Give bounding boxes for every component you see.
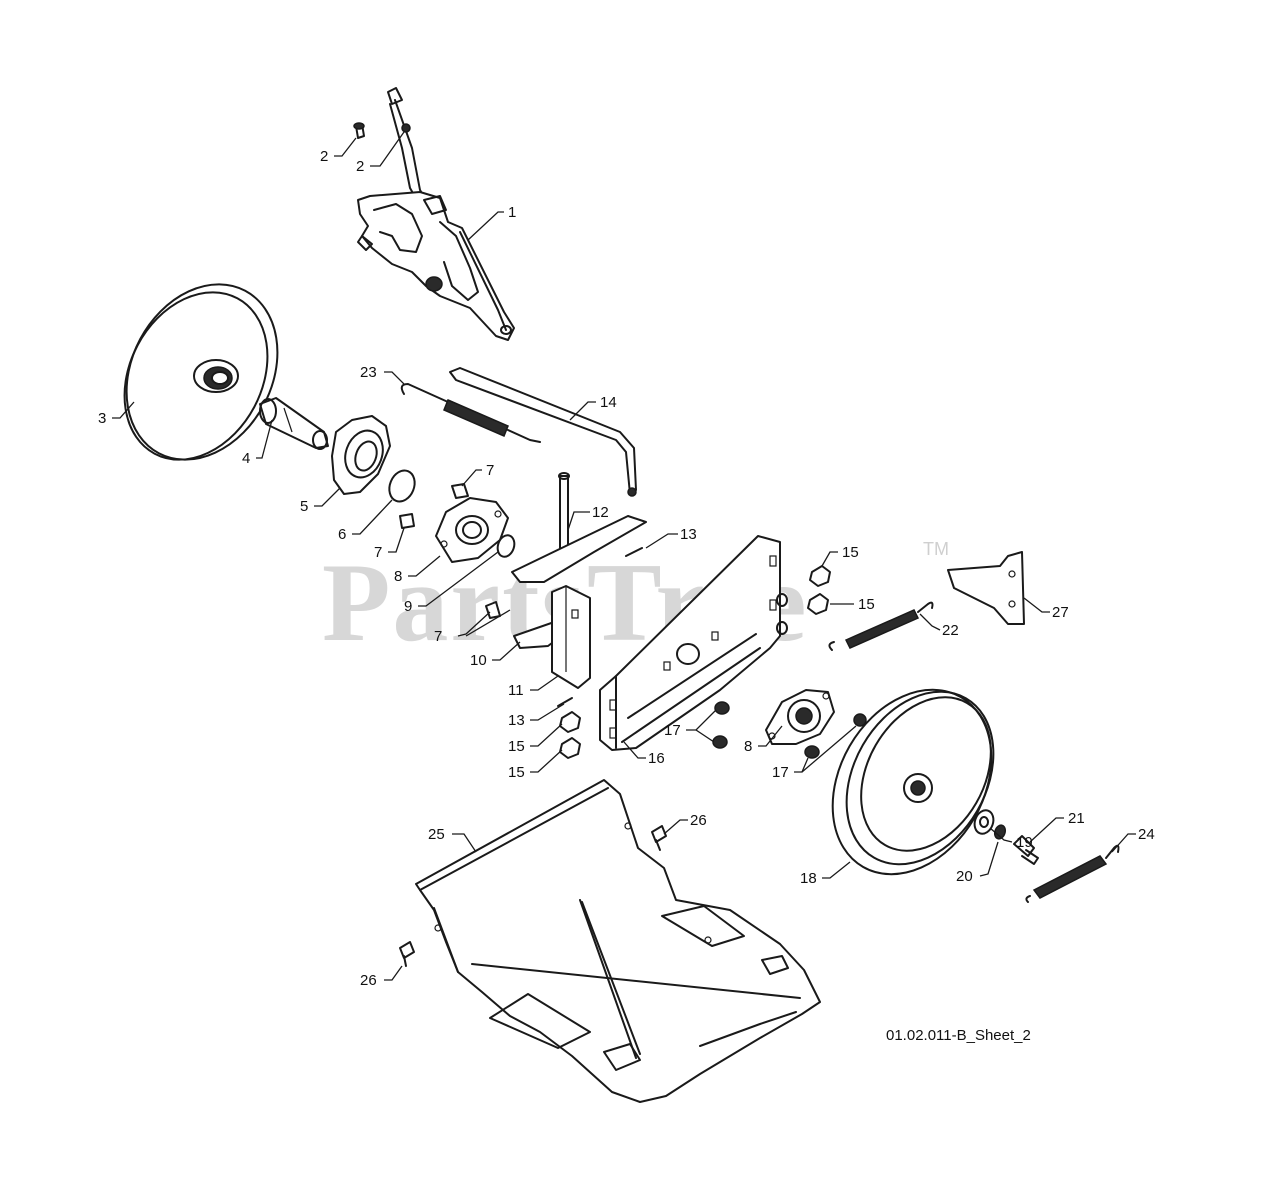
- callout-20: 20: [956, 868, 973, 885]
- callout-15: 15: [508, 764, 525, 781]
- callout-16: 16: [648, 750, 665, 767]
- callout-5: 5: [300, 498, 308, 515]
- callout-15: 15: [842, 544, 859, 561]
- callout-1: 1: [508, 204, 516, 221]
- part-11-side-bracket: [551, 585, 591, 689]
- part-23-spring: [400, 383, 541, 443]
- callout-7: 7: [486, 462, 494, 479]
- callout-6: 6: [338, 526, 346, 543]
- part-15-nut-d: [559, 737, 581, 759]
- part-5-bearing-housing: [331, 415, 391, 495]
- sheet-identifier: 01.02.011-B_Sheet_2: [886, 1027, 1031, 1044]
- callout-18: 18: [800, 870, 817, 887]
- part-22-spring: [828, 601, 934, 651]
- part-8-flange-bearing-right: [765, 689, 835, 745]
- part-16-main-bracket: [599, 535, 788, 751]
- callout-10: 10: [470, 652, 487, 669]
- part-4-hub-shaft: [259, 397, 329, 450]
- callout-11: 11: [508, 682, 524, 699]
- callout-26: 26: [690, 812, 707, 829]
- part-21-bolt: [1013, 835, 1039, 865]
- callout-2: 2: [320, 148, 328, 165]
- part-20-lock-washer: [993, 824, 1007, 840]
- callout-21: 21: [1068, 810, 1085, 827]
- part-26-screw-a: [651, 825, 667, 851]
- callout-19: 19: [1016, 834, 1033, 851]
- part-7-pin-a: [451, 483, 469, 499]
- callout-14: 14: [600, 394, 617, 411]
- part-15-nut-a: [809, 565, 831, 587]
- part-15-nut-b: [807, 593, 829, 615]
- callout-17: 17: [772, 764, 789, 781]
- callout-15: 15: [508, 738, 525, 755]
- callout-13: 13: [680, 526, 697, 543]
- callout-17: 17: [664, 722, 681, 739]
- callout-12: 12: [592, 504, 609, 521]
- part-7-pin-b: [399, 513, 415, 529]
- leader-lines: [112, 131, 1136, 981]
- part-26-screw-b: [399, 941, 415, 967]
- part-27-plate-bracket: [947, 551, 1025, 625]
- part-13-cotter-pin-a: [625, 547, 643, 557]
- part-2-bolt-a: [353, 122, 365, 139]
- callout-26: 26: [360, 972, 377, 989]
- callout-25: 25: [428, 826, 445, 843]
- callout-3: 3: [98, 410, 106, 427]
- callout-labels: 1 2 2 3 4 5 6 7 7 7 8 8 9 10 11 12 13 13…: [98, 148, 1155, 989]
- callout-8: 8: [744, 738, 752, 755]
- callout-13: 13: [508, 712, 525, 729]
- part-15-nut-c: [559, 711, 581, 733]
- part-3-friction-disc: [123, 283, 279, 461]
- callout-24: 24: [1138, 826, 1155, 843]
- part-25-bottom-cover: [415, 779, 821, 1103]
- watermark-trademark: TM: [923, 539, 949, 559]
- callout-9: 9: [404, 598, 412, 615]
- callout-8: 8: [394, 568, 402, 585]
- part-9-bushing: [496, 534, 516, 558]
- part-1-shift-lever-assembly: [357, 87, 515, 341]
- part-13-cotter-pin-b: [557, 697, 573, 707]
- callout-7: 7: [374, 544, 382, 561]
- callout-2: 2: [356, 158, 364, 175]
- callout-22: 22: [942, 622, 959, 639]
- callout-15: 15: [858, 596, 875, 613]
- callout-27: 27: [1052, 604, 1069, 621]
- part-2-bolt-b: [401, 123, 411, 133]
- callout-7: 7: [434, 628, 442, 645]
- part-6-retaining-ring: [388, 469, 416, 503]
- part-18-drive-pulley: [831, 688, 995, 876]
- part-24-spring: [1025, 844, 1120, 903]
- part-17-nut-c: [804, 745, 820, 759]
- part-17-nut-b: [712, 735, 728, 749]
- part-17-nut-a: [714, 701, 730, 715]
- part-8-flange-bearing-left: [435, 497, 509, 563]
- callout-4: 4: [242, 450, 250, 467]
- part-14-shift-rod: [449, 367, 637, 497]
- callout-23: 23: [360, 364, 377, 381]
- part-17-nut-d: [853, 713, 867, 727]
- part-19-washer: [973, 809, 995, 835]
